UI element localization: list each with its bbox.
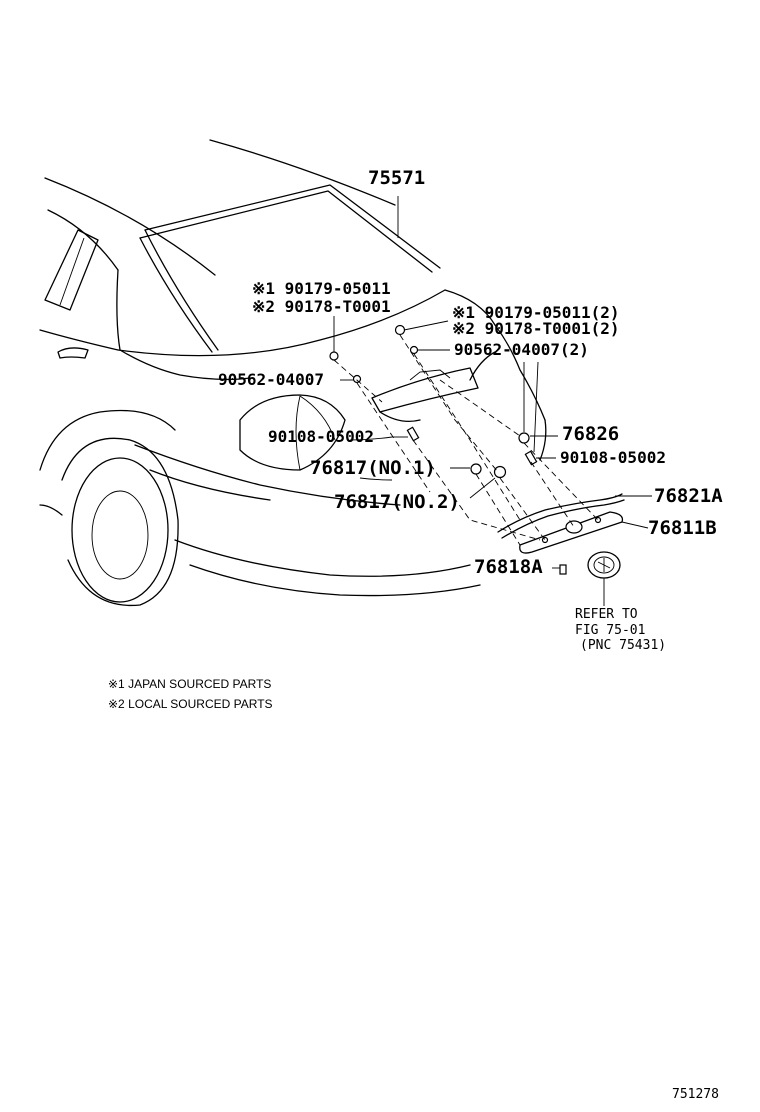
label-left-90178: ※2 90178-T0001 bbox=[252, 297, 391, 316]
refer-line-2: FIG 75-01 bbox=[575, 623, 645, 638]
label-left-90179: ※1 90179-05011 bbox=[252, 279, 391, 298]
label-right-90179: ※1 90179-05011(2) bbox=[452, 303, 620, 322]
plate-76811b bbox=[519, 511, 624, 554]
assembly-dashes bbox=[333, 334, 599, 546]
label-76811b: 76811B bbox=[648, 517, 717, 539]
footnote-japan: ※1 JAPAN SOURCED PARTS bbox=[108, 677, 271, 691]
refer-line-1: REFER TO bbox=[575, 607, 638, 622]
label-76818a: 76818A bbox=[474, 556, 543, 578]
label-76821a: 76821A bbox=[654, 485, 723, 507]
figure-number: 751278 bbox=[672, 1087, 719, 1102]
label-left-90108: 90108-05002 bbox=[268, 427, 374, 446]
label-right-90562: 90562-04007(2) bbox=[454, 340, 589, 359]
fasteners bbox=[329, 324, 567, 575]
label-76817-no2: 76817(NO.2) bbox=[334, 491, 460, 513]
emblem-part bbox=[587, 551, 621, 579]
label-76817-no1: 76817(NO.1) bbox=[310, 457, 436, 479]
footnotes: ※1 JAPAN SOURCED PARTS ※2 LOCAL SOURCED … bbox=[108, 677, 273, 711]
label-right-90178: ※2 90178-T0001(2) bbox=[452, 319, 620, 338]
rear-garnish bbox=[371, 367, 479, 423]
footnote-local: ※2 LOCAL SOURCED PARTS bbox=[108, 697, 273, 711]
label-left-90562: 90562-04007 bbox=[218, 370, 324, 389]
refer-line-3: (PNC 75431) bbox=[580, 638, 666, 653]
label-76826: 76826 bbox=[562, 423, 619, 445]
garnish-76821a bbox=[497, 493, 625, 539]
rear-window-seal bbox=[139, 184, 441, 353]
callout-labels: 75571 ※1 90179-05011 ※2 90178-T0001 9056… bbox=[218, 167, 723, 653]
label-75571: 75571 bbox=[368, 167, 425, 189]
car-body-outline bbox=[39, 139, 547, 607]
label-right-90108: 90108-05002 bbox=[560, 448, 666, 467]
leader-lines bbox=[299, 196, 652, 606]
